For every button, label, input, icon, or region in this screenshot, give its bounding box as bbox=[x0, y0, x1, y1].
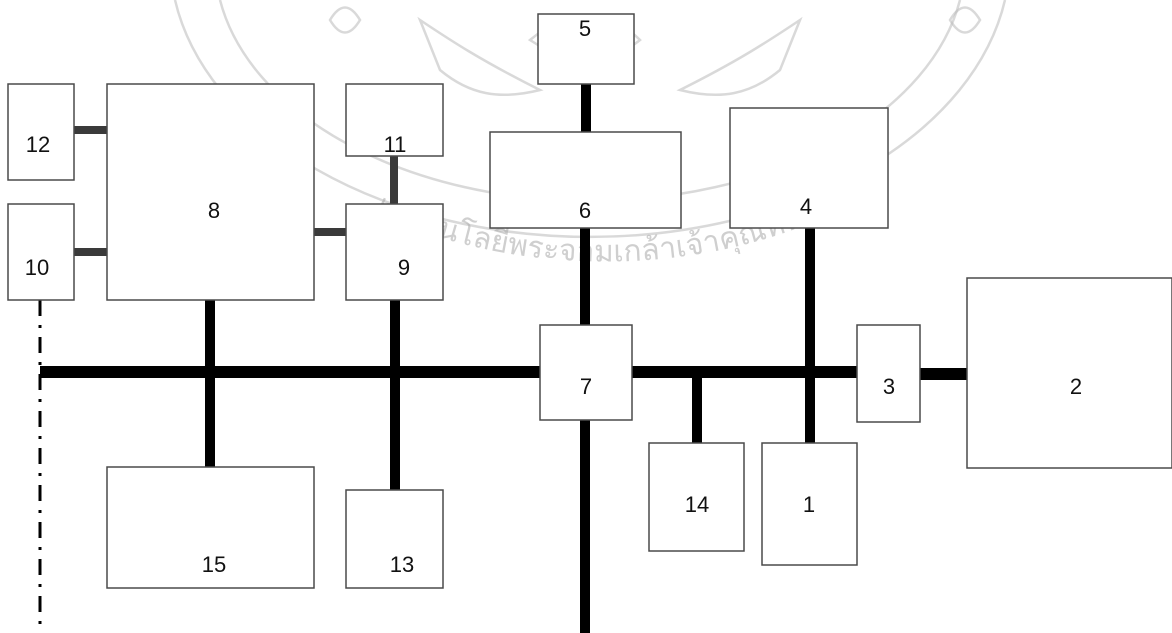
block-7-box bbox=[540, 325, 632, 420]
block-6: 6 bbox=[490, 132, 681, 228]
block-13: 13 bbox=[346, 490, 443, 588]
block-14: 14 bbox=[649, 443, 744, 551]
royal-seal-emblem-icon bbox=[330, 8, 980, 95]
block-8-box bbox=[107, 84, 314, 300]
block-6-label: 6 bbox=[579, 198, 591, 223]
block-12-label: 12 bbox=[26, 132, 50, 157]
block-7: 7 bbox=[540, 325, 632, 420]
block-4-label: 4 bbox=[800, 194, 812, 219]
block-13-label: 13 bbox=[390, 552, 414, 577]
block-12: 12 bbox=[8, 84, 74, 180]
block-5-label: 5 bbox=[579, 16, 591, 41]
block-1: 1 bbox=[762, 443, 857, 565]
block-14-label: 14 bbox=[685, 492, 709, 517]
block-2: 2 bbox=[967, 278, 1172, 468]
block-5: 5 bbox=[538, 14, 634, 84]
block-10-label: 10 bbox=[25, 255, 49, 280]
block-9-box bbox=[346, 204, 443, 300]
block-10: 10 bbox=[8, 204, 74, 300]
block-15: 15 bbox=[107, 467, 314, 588]
block-2-box bbox=[967, 278, 1172, 468]
block-7-label: 7 bbox=[580, 374, 592, 399]
block-11-label: 11 bbox=[384, 132, 407, 157]
block-1-label: 1 bbox=[803, 492, 815, 517]
block-3-label: 3 bbox=[883, 374, 895, 399]
block-11: 11 bbox=[346, 84, 443, 157]
block-4: 4 bbox=[730, 108, 888, 228]
block-9: 9 bbox=[346, 204, 443, 300]
block-8: 8 bbox=[107, 84, 314, 300]
block-10-box bbox=[8, 204, 74, 300]
block-3: 3 bbox=[857, 325, 920, 422]
block-9-label: 9 bbox=[398, 255, 410, 280]
block-8-label: 8 bbox=[208, 198, 220, 223]
block-15-label: 15 bbox=[202, 552, 226, 577]
block-2-label: 2 bbox=[1070, 374, 1082, 399]
